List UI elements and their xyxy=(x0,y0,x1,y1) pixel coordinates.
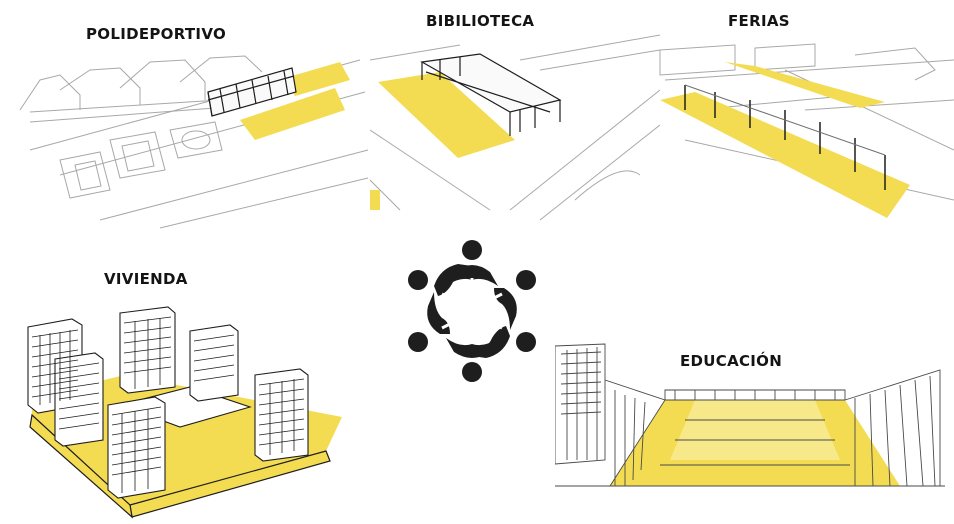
label-educacion: EDUCACIÓN xyxy=(680,352,783,370)
label-ferias: FERIAS xyxy=(728,12,790,30)
educacion-panel: EDUCACIÓN xyxy=(555,340,945,505)
polideportivo-panel: POLIDEPORTIVO xyxy=(0,0,370,230)
label-biblioteca: BIBILIOTECA xyxy=(426,12,535,30)
polideportivo-highlight xyxy=(240,88,345,140)
educacion-sketch xyxy=(555,343,945,487)
community-circle-icon xyxy=(408,240,536,382)
polideportivo-sketch xyxy=(19,55,369,229)
label-polideportivo: POLIDEPORTIVO xyxy=(86,25,227,43)
biblioteca-sketch xyxy=(370,34,660,221)
ferias-highlight xyxy=(660,92,910,218)
biblioteca-panel: BIBILIOTECA xyxy=(370,0,660,225)
vivienda-panel: VIVIENDA xyxy=(20,255,350,524)
vivienda-sketch xyxy=(27,306,342,519)
ferias-panel: FERIAS xyxy=(655,0,954,235)
ferias-sketch xyxy=(659,43,954,218)
label-vivienda: VIVIENDA xyxy=(104,270,188,288)
biblioteca-highlight xyxy=(378,72,515,158)
